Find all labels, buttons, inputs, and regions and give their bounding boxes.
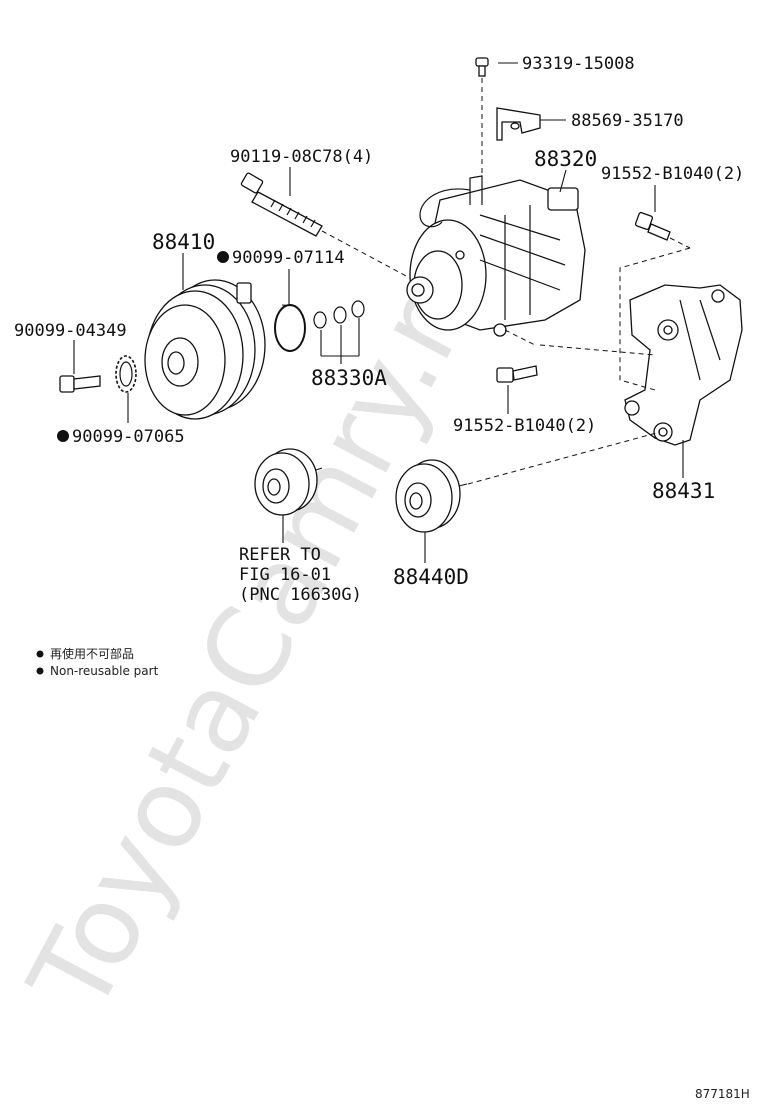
bracket-88569-illustration [496,107,541,141]
idler-pulley-88440D-illustration [395,459,468,533]
non-reusable-marker-90099-07114 [217,251,229,263]
idler-pulley-refer-illustration [254,448,323,516]
legend-line-en: Non-reusable part [50,664,159,678]
bracket-88431-illustration [624,284,743,446]
legend-line-jp: 再使用不可部品 [50,646,134,661]
label-90099-07114: 90099-07114 [232,248,345,268]
bolt-91552-mid-illustration [496,365,538,383]
label-88431: 88431 [652,479,715,503]
compressor-illustration [406,175,586,337]
bolt-93319-illustration [475,57,489,77]
label-91552-B1040-top: 91552-B1040(2) [601,164,744,184]
refer-line-1: REFER TO [239,545,321,565]
refer-line-2: FIG 16-01 [239,565,331,585]
label-88330A: 88330A [311,366,387,390]
label-88410: 88410 [152,230,215,254]
legend: 再使用不可部品 Non-reusable part [36,646,159,678]
snap-ring-illustration [274,304,306,352]
label-91552-B1040-mid: 91552-B1040(2) [453,416,596,436]
label-88440D: 88440D [393,565,469,589]
label-90099-04349: 90099-04349 [14,321,127,341]
figure-id: 877181H [695,1087,750,1101]
non-reusable-marker-90099-07065 [57,430,69,442]
clutch-pulley-illustration [144,279,266,420]
shims-illustration [313,300,365,329]
label-88320: 88320 [534,147,597,171]
label-93319-15008: 93319-15008 [522,54,635,74]
label-90099-07065: 90099-07065 [72,427,185,447]
label-88569-35170: 88569-35170 [571,111,684,131]
legend-dot-2 [36,667,44,675]
bolt-91552-top-illustration [634,211,671,241]
label-90119-08C78: 90119-08C78(4) [230,147,373,167]
legend-dot-1 [36,650,44,658]
refer-line-3: (PNC 16630G) [239,585,362,605]
bolt-90119-illustration [240,172,323,237]
leader-lines [73,62,691,563]
lock-washer-illustration [115,355,137,393]
bolt-90099-04349-illustration [59,375,101,393]
